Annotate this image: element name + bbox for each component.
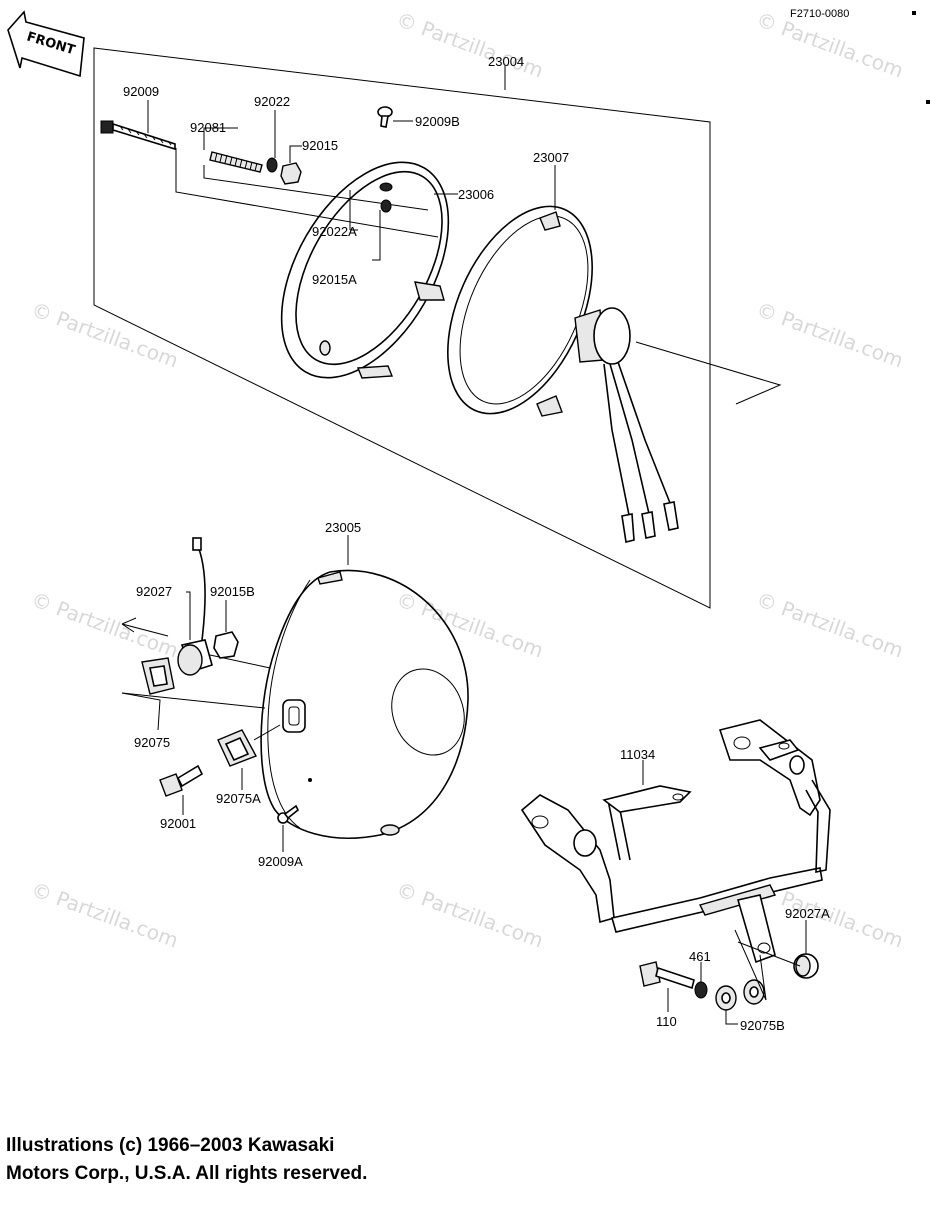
bolt-92001	[159, 764, 204, 797]
leader-line	[289, 145, 302, 163]
part-label-23005: 23005	[325, 520, 361, 535]
washer-461	[694, 981, 708, 999]
part-label-92075a: 92075A	[216, 791, 261, 806]
part-label-92022a: 92022A	[312, 224, 357, 239]
bolt-92009	[100, 120, 176, 151]
part-label-92015: 92015	[302, 138, 338, 153]
copyright-line-1: Illustrations (c) 1966–2003 Kawasaki	[6, 1135, 335, 1156]
watermark: © Partzilla.com	[28, 297, 181, 372]
socket-92027	[177, 537, 213, 676]
leader-line	[349, 190, 358, 231]
guide-line	[203, 165, 429, 211]
part-label-92009b: 92009B	[415, 114, 460, 129]
grommet-92075	[141, 657, 175, 695]
part-label-92081: 92081	[190, 120, 226, 135]
watermark: © Partzilla.com	[753, 297, 906, 372]
page-mark	[926, 100, 930, 104]
leader-line	[725, 929, 767, 1025]
part-label-110: 110	[656, 1014, 677, 1029]
figure-code: F2710-0080	[790, 8, 849, 20]
leader-line	[372, 210, 381, 261]
part-label-92027: 92027	[136, 584, 172, 599]
grommet-92075a	[217, 729, 257, 767]
bolt-110	[639, 961, 695, 990]
guide-line	[121, 623, 169, 637]
leader-line	[203, 127, 238, 150]
watermark: © Partzilla.com	[393, 7, 546, 82]
guide-line	[121, 692, 266, 709]
leader-line	[121, 692, 161, 731]
guide-line	[253, 724, 281, 741]
part-label-92075b: 92075B	[740, 1018, 785, 1033]
watermarks: © Partzilla.com © Partzilla.com © Partzi…	[28, 7, 906, 952]
part-label-92075: 92075	[134, 735, 170, 750]
guide-line	[175, 148, 439, 238]
guide-arrow	[121, 617, 137, 633]
watermark: © Partzilla.com	[393, 877, 546, 952]
nut-92015b	[213, 631, 239, 659]
copyright-notice: Illustrations (c) 1966–2003 Kawasaki Mot…	[6, 1132, 367, 1188]
nut-92015	[280, 162, 302, 185]
collar-92027a	[793, 953, 819, 979]
part-label-92022: 92022	[254, 94, 290, 109]
bracket-11034	[520, 719, 831, 964]
watermark: © Partzilla.com	[753, 587, 906, 662]
copyright-line-2: Motors Corp., U.S.A. All rights reserved…	[6, 1163, 368, 1184]
part-label-23007: 23007	[533, 150, 569, 165]
screw-92009a	[277, 804, 300, 824]
part-label-92009a: 92009A	[258, 854, 303, 869]
part-label-23004: 23004	[488, 54, 524, 69]
part-label-92009: 92009	[123, 84, 159, 99]
part-label-92001: 92001	[160, 816, 196, 831]
guide-line	[635, 341, 782, 405]
part-label-23006: 23006	[458, 187, 494, 202]
washer-92022	[266, 157, 278, 173]
part-label-461: 461	[689, 949, 711, 964]
front-arrow-icon: FRONT	[7, 10, 85, 78]
part-label-92015a: 92015A	[312, 272, 357, 287]
part-label-92027a: 92027A	[785, 906, 830, 921]
housing-23005	[260, 569, 469, 839]
part-label-92015b: 92015B	[210, 584, 255, 599]
part-label-11034: 11034	[620, 747, 655, 762]
sealed-beam-23007	[447, 205, 679, 543]
watermark: © Partzilla.com	[28, 877, 181, 952]
page-mark	[912, 11, 916, 15]
leader-line	[186, 591, 191, 640]
guide-line	[737, 941, 801, 967]
grommet-92075b	[715, 979, 765, 1011]
spring-92081	[209, 151, 263, 173]
rim-23006	[280, 161, 450, 379]
screw-92009b	[377, 106, 393, 128]
assembly-box-23004	[93, 47, 711, 609]
watermark: © Partzilla.com	[393, 587, 546, 662]
